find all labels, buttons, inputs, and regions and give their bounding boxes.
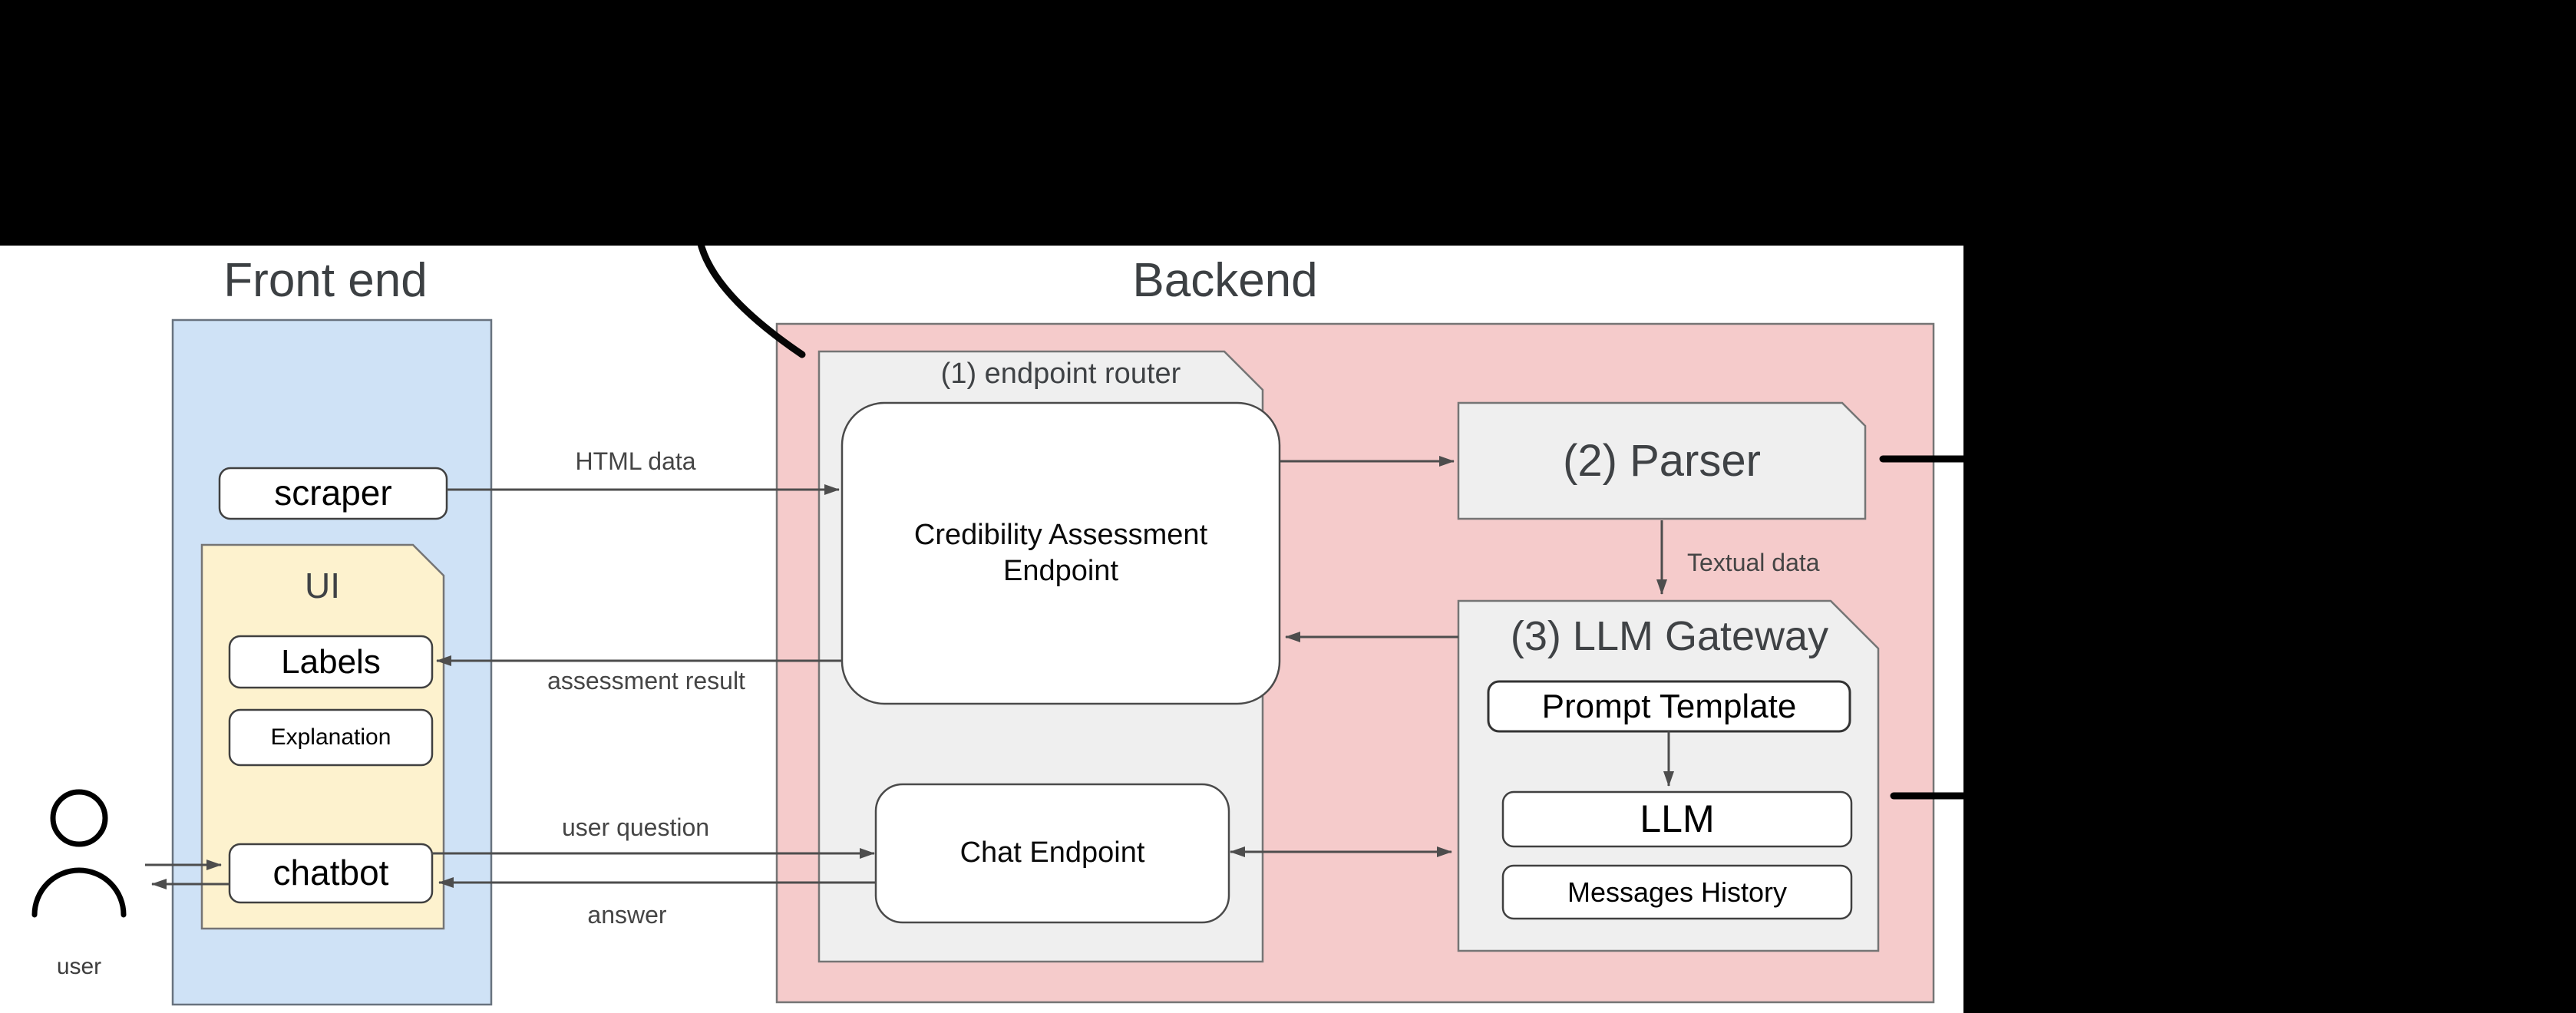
edge-label-textual-data: Textual data: [1687, 549, 1820, 576]
scraper-box: [218, 467, 448, 520]
parser-label: (2) Parser: [1563, 435, 1761, 486]
user-icon: [31, 789, 127, 918]
chat-endpoint-label: Chat Endpoint: [959, 836, 1145, 869]
edge-label-user-question: user question: [561, 813, 710, 841]
parser-panel: [1457, 401, 1867, 520]
ui-panel-title: UI: [305, 566, 340, 606]
labels-box: [228, 635, 434, 689]
backend-title: Backend: [1132, 254, 1318, 308]
edge-label-html-data: HTML data: [575, 447, 696, 475]
messages-history-label: Messages History: [1567, 876, 1788, 908]
redaction-right-block: [1963, 0, 2576, 1013]
edge-label-assessment-result: assessment result: [547, 667, 745, 695]
credibility-endpoint-box: [841, 401, 1281, 705]
chatbot-label: chatbot: [272, 853, 389, 893]
frontend-title: Front end: [223, 254, 428, 308]
user-label: user: [56, 954, 102, 980]
messages-history-box: [1501, 864, 1853, 920]
llm-label: LLM: [1640, 797, 1715, 841]
llm-box: [1501, 790, 1853, 848]
credibility-endpoint-label: Credibility Assessment Endpoint: [913, 518, 1208, 588]
explanation-label: Explanation: [270, 724, 391, 751]
scraper-label: scraper: [274, 473, 392, 513]
prompt-template-label: Prompt Template: [1541, 688, 1797, 725]
chatbot-box: [228, 843, 434, 904]
labels-label: Labels: [281, 643, 381, 681]
edge-label-answer: answer: [587, 901, 667, 929]
redacted-annotation-curve: [696, 237, 806, 358]
llm-gateway-title: (3) LLM Gateway: [1510, 613, 1829, 660]
chat-endpoint-box: [874, 783, 1230, 924]
endpoint-router-title: (1) endpoint router: [940, 358, 1181, 391]
explanation-box: [228, 708, 434, 767]
